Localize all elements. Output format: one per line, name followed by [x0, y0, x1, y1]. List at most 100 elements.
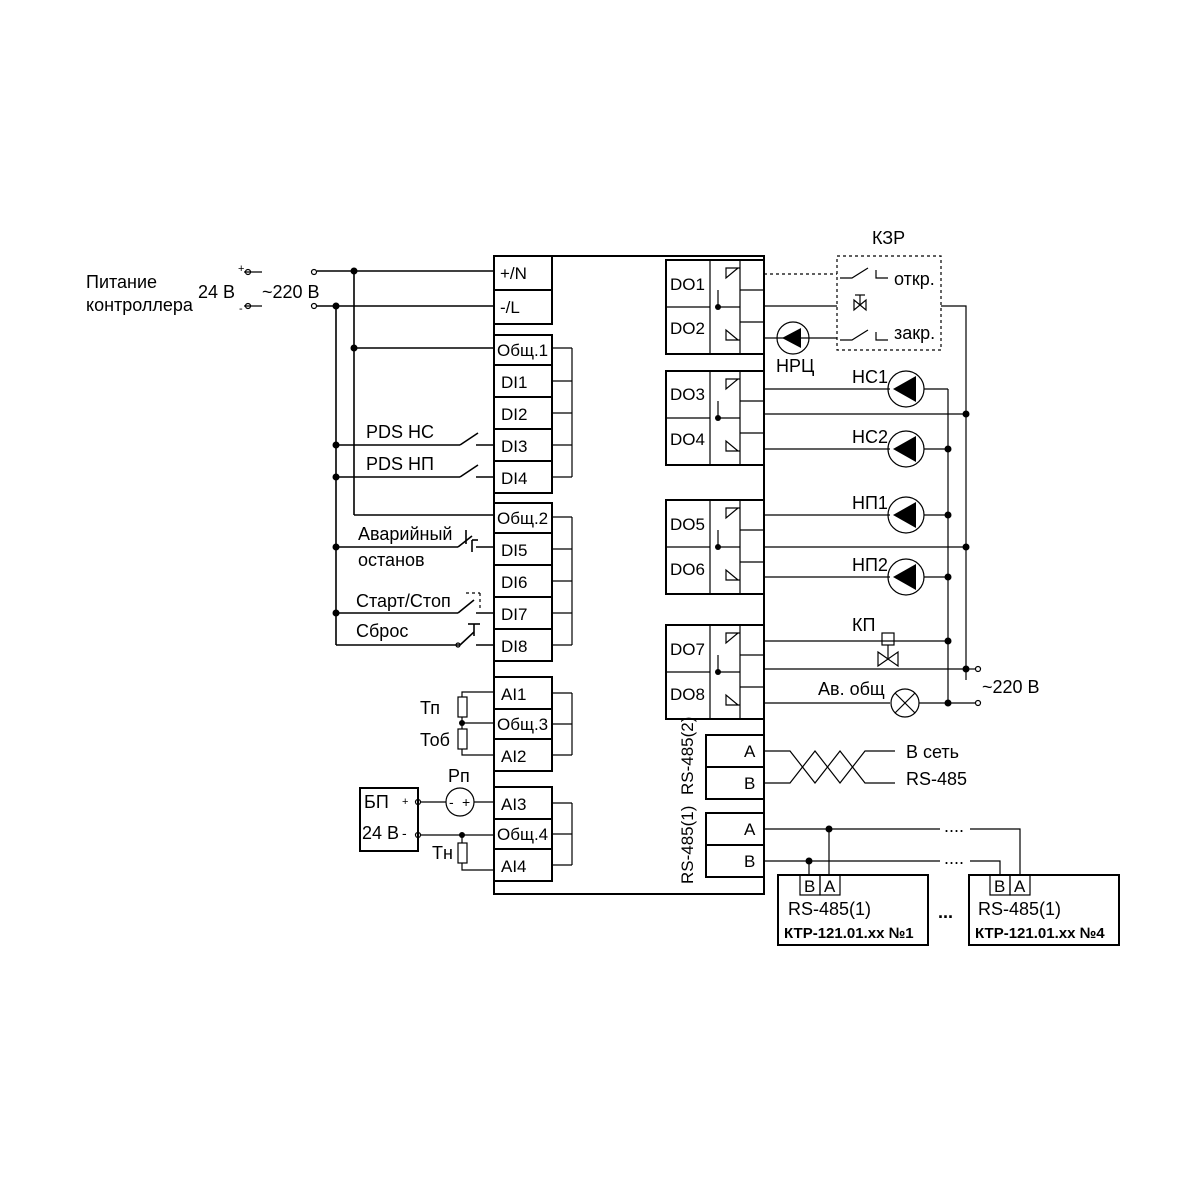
device4-port-label: RS-485(1) [978, 899, 1061, 919]
np2-label: НП2 [852, 555, 888, 575]
rs485-network-twisted-pair: В сеть RS-485 [764, 742, 967, 789]
psu-voltage-label: 24 В [362, 823, 399, 843]
terminal-di5: DI5 [501, 541, 527, 560]
mains-220-output: ~220 В [944, 389, 1040, 707]
t-outdoor-label: Тн [432, 843, 453, 863]
do-block-1: DO1 DO2 [665, 259, 765, 355]
valve-actuator-kzr: КЗР откр. закр. [764, 228, 967, 680]
terminal-com2: Общ.2 [497, 509, 548, 528]
nc1-label: НС1 [852, 367, 888, 387]
bus-dots-b: .... [944, 848, 964, 868]
pressure-label: Рп [448, 766, 470, 786]
terminal-rs485-1-b: B [744, 852, 755, 871]
alarm-lamp: Ав. общ [764, 679, 952, 718]
rs485-terminals: RS-485(1) RS-485(2) A B A B [678, 717, 765, 884]
terminal-com4: Общ.4 [497, 825, 548, 844]
net-label-line2: RS-485 [906, 769, 967, 789]
psu-minus-sign: - [402, 825, 407, 841]
ai-group-1: AI1 Общ.3 AI2 [493, 676, 573, 772]
np1-label: НП1 [852, 493, 888, 513]
device-ktr-1: B A RS-485(1) КТР-121.01.xx №1 [777, 874, 929, 946]
power-dc-label: 24 В [198, 282, 235, 302]
t-return-label: Тоб [420, 730, 450, 750]
kzr-close-label: закр. [894, 323, 935, 343]
mains-label: ~220 В [982, 677, 1040, 697]
device4-name: КТР-121.01.xx №4 [975, 925, 1105, 942]
do-block-3: DO5 DO6 [665, 499, 765, 595]
kzr-open-label: откр. [894, 269, 935, 289]
pt-minus: - [449, 794, 454, 810]
nc2-label: НС2 [852, 427, 888, 447]
di-group-1: Общ.1 DI1 DI2 DI3 DI4 [493, 334, 573, 494]
terminal-ai1: AI1 [501, 685, 527, 704]
terminal-do5: DO5 [670, 515, 705, 534]
start-stop-switch: Старт/Стоп [332, 591, 494, 617]
terminal-do8: DO8 [670, 685, 705, 704]
kzr-label: КЗР [872, 228, 905, 248]
pump-nrc-icon [776, 321, 810, 355]
terminal-ai4: AI4 [501, 857, 527, 876]
terminal-do2: DO2 [670, 319, 705, 338]
power-plus-sign: + [238, 263, 244, 275]
do-block-4: DO7 DO8 [665, 624, 765, 720]
terminal-ai3: AI3 [501, 795, 527, 814]
bus-dots-a: .... [944, 816, 964, 836]
emergency-label-line2: останов [358, 550, 425, 570]
device4-a-terminal: A [1014, 877, 1026, 896]
pumps-np: НП1 НП2 [764, 493, 970, 596]
valve-icon [853, 298, 867, 312]
emergency-stop: Аварийный останов [332, 524, 494, 570]
pump-nrc: НРЦ [764, 321, 837, 376]
do-block-2: DO3 DO4 [665, 370, 765, 466]
terminal-do6: DO6 [670, 560, 705, 579]
power-title-line2: контроллера [86, 295, 194, 315]
solenoid-valve-icon [881, 632, 895, 646]
solenoid-kp: КП [764, 615, 970, 673]
terminal-com3: Общ.3 [497, 715, 548, 734]
psu-label: БП [364, 792, 389, 812]
pressure-sensor: БП 24 В + - Рп - + Тн [359, 766, 494, 871]
terminal-di1: DI1 [501, 373, 527, 392]
terminal-di2: DI2 [501, 405, 527, 424]
rs485-port2-vertical-label: RS-485(2) [678, 717, 697, 795]
terminal-rs485-1-a: A [744, 820, 756, 839]
terminal-plus-n: +/N [500, 264, 527, 283]
device1-name: КТР-121.01.xx №1 [784, 925, 914, 942]
power-minus-sign: - [239, 303, 243, 315]
terminal-rs485-2-b: B [744, 774, 755, 793]
device1-b-terminal: B [804, 877, 815, 896]
terminal-di4: DI4 [501, 469, 527, 488]
alarm-label: Ав. общ [818, 679, 885, 699]
pumps-nc: НС1 НС2 [764, 367, 970, 468]
psu-plus-sign: + [402, 796, 408, 808]
terminal-di3: DI3 [501, 437, 527, 456]
pds-nc-label: PDS НС [366, 422, 434, 442]
terminal-minus-l: -/L [500, 298, 520, 317]
pds-np-label: PDS НП [366, 454, 434, 474]
emergency-label-line1: Аварийный [358, 524, 452, 544]
device4-b-terminal: B [994, 877, 1005, 896]
net-label-line1: В сеть [906, 742, 959, 762]
pt-plus: + [462, 794, 470, 810]
power-ac-label: ~220 В [262, 282, 320, 302]
terminal-do1: DO1 [670, 275, 705, 294]
di-group-2: Общ.2 DI5 DI6 DI7 DI8 [493, 502, 573, 662]
device-ktr-4: B A RS-485(1) КТР-121.01.xx №4 [968, 874, 1120, 946]
t-supply-label: Тп [420, 698, 440, 718]
device1-port-label: RS-485(1) [788, 899, 871, 919]
terminal-rs485-2-a: A [744, 742, 756, 761]
devices-ellipsis: ... [938, 902, 953, 922]
rs485-port1-vertical-label: RS-485(1) [678, 806, 697, 884]
power-terminal-block: +/N -/L [493, 255, 553, 325]
terminal-do4: DO4 [670, 430, 705, 449]
reset-button: Сброс [336, 621, 494, 648]
temperature-sensors-1: Тп Тоб [420, 691, 494, 756]
start-stop-label: Старт/Стоп [356, 591, 451, 611]
rs485-bus: .... .... [764, 816, 1021, 875]
pds-sensors: PDS НС PDS НП [332, 422, 494, 481]
nrc-label: НРЦ [776, 356, 814, 376]
terminal-ai2: AI2 [501, 747, 527, 766]
terminal-di8: DI8 [501, 637, 527, 656]
device1-a-terminal: A [824, 877, 836, 896]
